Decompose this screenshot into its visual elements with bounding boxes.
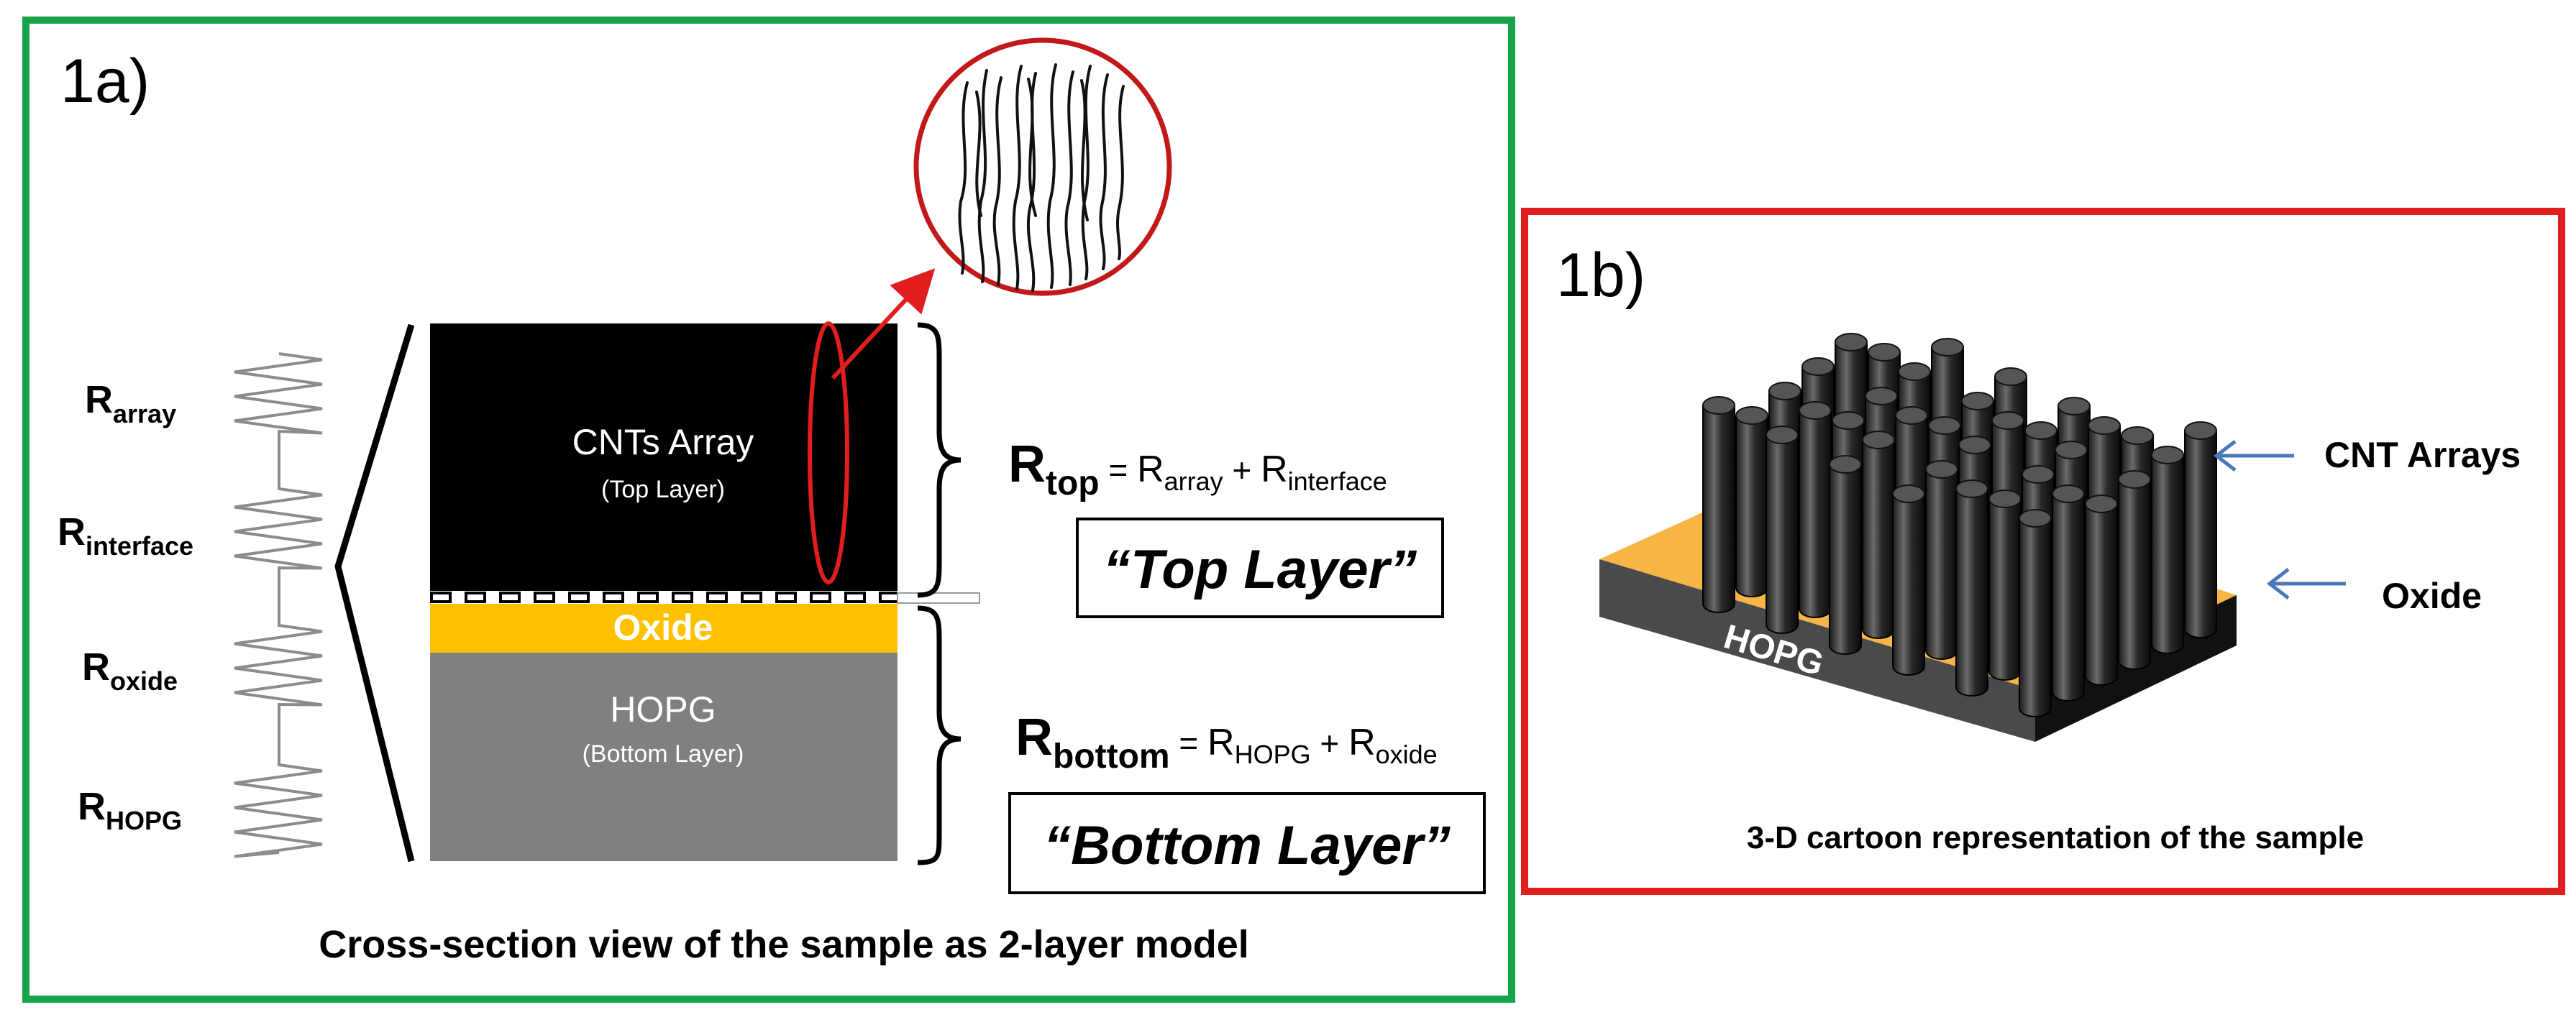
top-equation: Rtop = Rarray + Rinterface (1008, 436, 1387, 502)
top-brace (917, 322, 962, 598)
resistor-interface-label: Rinterface (58, 510, 193, 561)
panel-a-border (22, 17, 1515, 1003)
nanotube-cap (1892, 484, 1925, 503)
nanotube-cap (1898, 362, 1931, 381)
nanotube-cap (1994, 367, 2027, 386)
nanotube-cap (2057, 397, 2091, 415)
nanotube-cylinder (2052, 493, 2085, 702)
nanotube-cap (1931, 338, 1964, 357)
nanotube-cap (1801, 357, 1835, 376)
panel-b-border (1521, 208, 2565, 895)
nanotube-cap (1799, 401, 1832, 420)
nanotube-cylinder (2085, 503, 2118, 686)
nanotube-cylinder (1702, 405, 1735, 613)
nanotube-cylinder (2019, 518, 2052, 717)
nanotube-cylinder (1735, 415, 1768, 597)
nanotube-cap (1991, 411, 2024, 430)
nanotube-cap (2022, 465, 2055, 484)
highlight-ellipse (808, 321, 849, 584)
nanotube-cap (1766, 426, 1799, 444)
nanotube-cap (2121, 426, 2154, 445)
zoom-circle (913, 37, 1172, 296)
top-layer-box (1076, 518, 1444, 618)
nanotube-cylinder (1925, 469, 1958, 660)
nanotube-cap (2019, 509, 2052, 528)
nanotube-cylinder (1892, 493, 1925, 676)
zoom-arrow (831, 268, 936, 380)
nanotube-cap (2118, 470, 2151, 489)
nanotube-cylinder (1799, 410, 1832, 618)
panel-b-caption: 3-D cartoon representation of the sample (1747, 820, 2364, 855)
nanotube-strands (958, 63, 1125, 292)
bottom-layer-box-label: “Bottom Layer” (1043, 815, 1451, 876)
cnt-arrays-label: CNT Arrays (2324, 435, 2521, 475)
nanotube-cap (1928, 416, 1961, 435)
bottom-equation: Rbottom = RHOPG + Roxide (1015, 709, 1438, 776)
resistor-oxide-label: Roxide (82, 645, 178, 696)
cnt-top-layer (430, 323, 898, 591)
angle-bracket (334, 323, 415, 863)
nanotube-cap (2184, 421, 2217, 440)
nanotube-cap (2151, 446, 2184, 464)
resistor-labels: Rarray Rinterface Roxide RHOPG (58, 378, 193, 835)
nanotube-cylinder (1955, 488, 1988, 697)
nanotube-cap (1868, 343, 1901, 362)
nanotube-cap (1958, 436, 1991, 454)
hopg-bottom-subtitle: (Bottom Layer) (583, 740, 744, 768)
nanotube-cap (2088, 416, 2121, 435)
cnt-top-title: CNTs Array (572, 422, 754, 462)
hopg-bottom-title: HOPG (610, 689, 716, 730)
nanotube-cap (1925, 460, 1958, 479)
cnt-cylinders (1702, 333, 2217, 717)
nanotube-cap (1961, 392, 1994, 410)
nanotube-cylinder (1829, 464, 1862, 655)
oxide-layer-label: Oxide (613, 607, 713, 648)
nanotube-cap (1895, 406, 1928, 425)
nanotube-cap (2055, 441, 2088, 459)
nanotube-cap (1862, 431, 1895, 449)
nanotube-cylinder (2184, 430, 2217, 638)
nanotube-cap (1835, 333, 1868, 352)
nanotube-cylinder (2118, 479, 2151, 670)
nanotube-cap (2024, 421, 2057, 440)
top-layer-box-label: “Top Layer” (1103, 539, 1417, 600)
nanotube-cap (2052, 484, 2085, 503)
oxide-layer (430, 604, 898, 653)
nanotube-cap (2085, 495, 2118, 513)
hopg-bottom-layer (430, 653, 898, 861)
nanotube-cap (1988, 490, 2022, 508)
nanotube-cylinder (1862, 439, 1895, 639)
panel-a-label: 1a) (60, 47, 150, 116)
nanotube-cylinder (1988, 498, 2022, 681)
nanotube-cap (1735, 406, 1768, 425)
nanotube-cylinder (1766, 434, 1799, 634)
nanotube-cap (1865, 387, 1898, 405)
cnt-arrow-head (2213, 440, 2237, 472)
panel-b-label: 1b) (1556, 241, 1645, 310)
interface-tab (897, 592, 980, 604)
oxide-arrow-head (2266, 568, 2290, 599)
bottom-layer-box (1008, 792, 1486, 894)
resistor-hopg-label: RHOPG (78, 785, 182, 835)
resistor-array-label: Rarray (85, 378, 176, 428)
panel-a-caption: Cross-section view of the sample as 2-la… (319, 923, 1248, 966)
resistor-spring (234, 352, 323, 858)
nanotube-cap (1832, 411, 1865, 430)
nanotube-cap (1768, 382, 1801, 400)
nanotube-cap (1829, 455, 1862, 474)
oxide-3d-label: Oxide (2382, 576, 2482, 616)
nanotube-cylinder (2151, 454, 2184, 654)
nanotube-cap (1702, 396, 1735, 415)
cnt-top-subtitle: (Top Layer) (601, 476, 725, 503)
bottom-brace (917, 605, 962, 865)
nanotube-cap (1955, 479, 1988, 498)
